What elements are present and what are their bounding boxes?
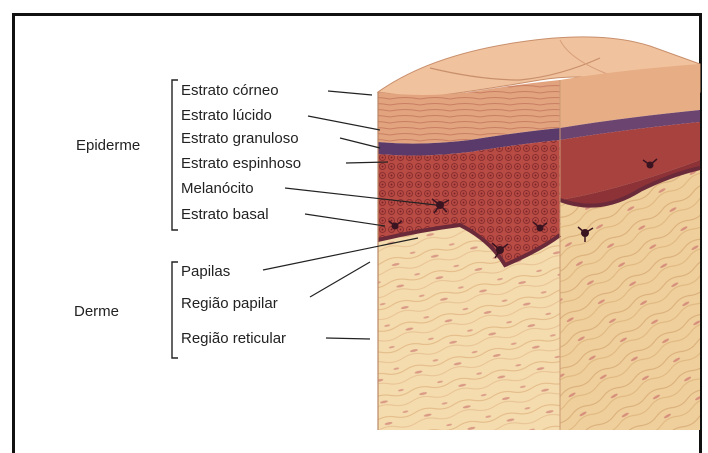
- skin-cross-section-illustration: [0, 0, 708, 442]
- group-label-derme: Derme: [74, 303, 119, 320]
- label-estrato-basal: Estrato basal: [181, 206, 269, 223]
- derme-bracket: [172, 262, 178, 358]
- label-papilas: Papilas: [181, 263, 230, 280]
- label-estrato-espinhoso: Estrato espinhoso: [181, 155, 301, 172]
- label-estrato-corneo: Estrato córneo: [181, 82, 279, 99]
- label-melanocito: Melanócito: [181, 180, 254, 197]
- label-estrato-granuloso: Estrato granuloso: [181, 130, 299, 147]
- group-label-epiderme: Epiderme: [76, 137, 140, 154]
- label-regiao-papilar: Região papilar: [181, 295, 278, 312]
- epiderme-bracket: [172, 80, 178, 230]
- label-regiao-reticular: Região reticular: [181, 330, 286, 347]
- label-estrato-lucido: Estrato lúcido: [181, 107, 272, 124]
- dermis-front-face: [378, 225, 560, 430]
